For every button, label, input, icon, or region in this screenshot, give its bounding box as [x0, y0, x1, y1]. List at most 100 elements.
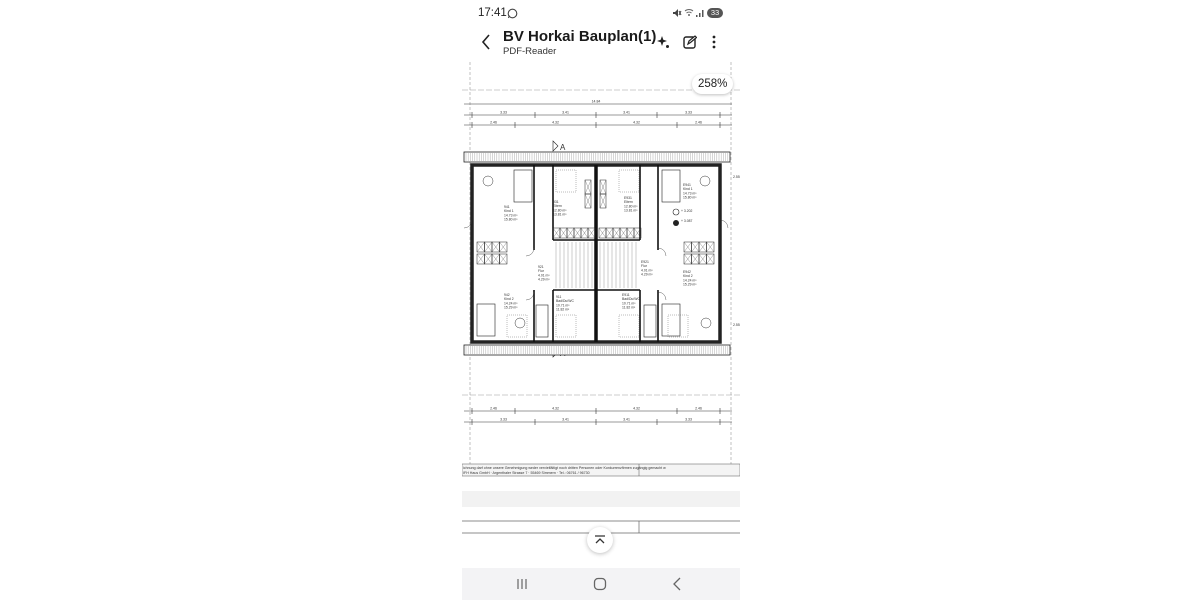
room-label: 12.80 m²: [553, 208, 567, 212]
more-button[interactable]: [703, 31, 725, 53]
status-time: 17:41: [478, 7, 507, 19]
cabinet: [706, 241, 715, 253]
cabinet-x: [599, 179, 607, 195]
height-label: + 3.087: [681, 219, 693, 223]
back-button[interactable]: [475, 31, 497, 53]
dimension-label: 4.32: [552, 121, 559, 125]
cabinet-x: [598, 227, 607, 239]
bed: [476, 303, 496, 337]
recent-apps-icon: [517, 579, 527, 589]
room-label: 11.82 m²: [556, 308, 570, 312]
side-dimension: 2.55: [733, 323, 740, 327]
cabinet-x: [499, 241, 508, 253]
navigation-bar: [462, 568, 740, 600]
ai-button[interactable]: [652, 31, 674, 53]
dimension-label: 3.41: [562, 111, 569, 115]
legal-box: [462, 463, 740, 477]
door-swing: [525, 291, 535, 301]
cabinet-x: [484, 241, 493, 253]
dimension-label: 3.33: [685, 111, 692, 115]
dimension-label: 2.46: [695, 121, 702, 125]
edit-button[interactable]: [679, 31, 701, 53]
cabinet-x: [698, 241, 707, 253]
cabinet-x: [691, 253, 700, 265]
bathtub: [535, 304, 549, 338]
cabinet-x: [698, 253, 707, 265]
phone-screen: 17:41 33 BV Horkai Bauplan(1) PDF-Reader…: [462, 0, 740, 600]
document-title: BV Horkai Bauplan(1): [503, 28, 657, 45]
bed: [661, 303, 681, 337]
chevron-up-icon: [595, 535, 605, 544]
scroll-to-top-button[interactable]: [587, 527, 613, 553]
room-label: Kind 2: [683, 274, 693, 278]
cabinet-x: [484, 253, 493, 265]
bed: [513, 169, 533, 203]
cabinet: [499, 241, 508, 253]
dimension-label: 3.33: [685, 418, 692, 422]
nav-back-icon: [673, 577, 681, 591]
cabinet-x: [552, 227, 561, 239]
room-label: Flur: [538, 269, 545, 273]
dimension-label: 2.46: [695, 407, 702, 411]
room-label: 10.71 m²: [622, 301, 636, 305]
section-marker-icon: [552, 140, 559, 152]
cabinet: [587, 227, 596, 239]
cabinet: [499, 253, 508, 265]
home-icon: [593, 577, 607, 591]
cabinet-x: [605, 227, 614, 239]
room-label: 942: [504, 293, 510, 297]
armchair: [514, 317, 526, 329]
battery-icon: 33: [707, 8, 723, 18]
room-label: Kind 1: [504, 209, 514, 213]
room-label: Bad/Du/WC: [622, 297, 640, 301]
door-swing: [657, 247, 667, 257]
recent-apps-button[interactable]: [508, 572, 536, 596]
room-label: E941: [683, 183, 691, 187]
home-button[interactable]: [586, 572, 614, 596]
door-swing: [719, 219, 729, 229]
cabinet-x: [626, 227, 635, 239]
room-label: Bad/Du/WC: [556, 299, 574, 303]
cabinet-x: [573, 227, 582, 239]
cabinet: [584, 193, 592, 209]
armchair: [482, 175, 494, 187]
room-label: 15.80 m²: [504, 218, 518, 222]
room-label: Eltern: [553, 204, 562, 208]
furniture-outline: [667, 314, 689, 338]
dimension-label: 3.33: [500, 418, 507, 422]
furniture-outline: [618, 314, 640, 338]
cabinet-x: [612, 227, 621, 239]
wifi-icon: [684, 9, 694, 16]
room-label: 4.29 m²: [538, 278, 550, 282]
nav-back-button[interactable]: [663, 572, 691, 596]
signal-icon: [696, 10, 704, 17]
dimension-label: 4.32: [552, 407, 559, 411]
furniture-outline: [555, 169, 577, 193]
legal-text: IFH Haus GmbH · Argenthaler Strasse 7 · …: [463, 471, 590, 475]
room-label: 921: [538, 265, 544, 269]
dimension-label: 2.46: [490, 407, 497, 411]
bathtub: [643, 304, 657, 338]
whatsapp-icon: [507, 8, 518, 19]
room-label: E921: [641, 260, 649, 264]
cabinet-x: [587, 227, 596, 239]
title-block-band: [462, 491, 740, 507]
room-label: 13.81 m²: [553, 213, 567, 217]
app-subtitle: PDF-Reader: [503, 46, 557, 57]
door-swing: [657, 291, 667, 301]
room-label: 13.81 m²: [624, 209, 638, 213]
room-label: 931: [553, 200, 559, 204]
room-label: 10.71 m²: [556, 303, 570, 307]
room-label: E931: [624, 196, 632, 200]
cabinet-x: [691, 241, 700, 253]
room-label: Kind 2: [504, 297, 514, 301]
bed: [661, 169, 681, 203]
cabinet-x: [683, 241, 692, 253]
height-marker-icon: [672, 208, 680, 216]
room-label: 14.73 m²: [504, 213, 518, 217]
room-label: 15.80 m²: [683, 196, 697, 200]
room-label: Kind 1: [683, 187, 693, 191]
cabinet-x: [633, 227, 642, 239]
armchair: [700, 317, 712, 329]
